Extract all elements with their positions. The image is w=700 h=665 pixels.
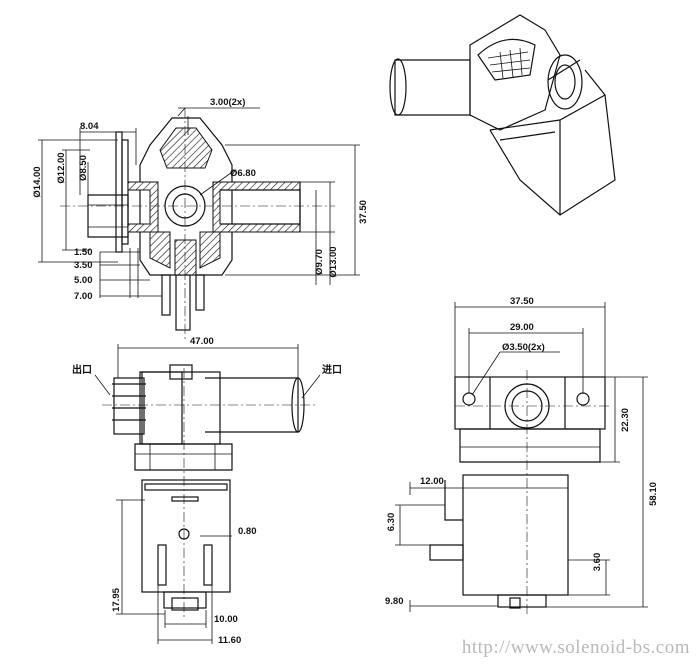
dim-w300: 3.00(2x) — [210, 97, 245, 108]
section-hatch-top — [159, 127, 213, 169]
dim-t2900: 29.00 — [510, 322, 534, 333]
inlet-label: 进口 — [322, 363, 342, 376]
port-labels: 出口 进口 — [72, 363, 342, 376]
dimension-labels: Ø14.00 Ø12.00 Ø8.50 8.04 3.00(2x) Ø6.80 … — [32, 97, 659, 646]
watermark: http://www.solenoid-bs.com — [462, 637, 690, 658]
dim-w4700: 47.00 — [190, 336, 214, 347]
dim-d350: Ø3.50(2x) — [502, 342, 545, 353]
dim-d680: Ø6.80 — [230, 168, 256, 179]
section-hatch-br — [199, 231, 221, 269]
section-hatch-left — [127, 181, 159, 233]
dim-t3750: 37.50 — [510, 296, 534, 307]
dim-d850: Ø8.50 — [78, 155, 89, 181]
dim-d970: Ø9.70 — [314, 249, 325, 275]
dim-h3750: 37.50 — [358, 200, 369, 224]
front-view — [94, 344, 321, 644]
isometric-view — [389, 14, 616, 216]
dim-w804: 8.04 — [80, 121, 99, 132]
dim-h5810: 58.10 — [648, 482, 659, 506]
section-hatch-bl — [149, 231, 171, 269]
dim-h630: 6.30 — [386, 513, 397, 532]
dim-h360: 3.60 — [592, 553, 603, 572]
dim-h1795: 17.95 — [111, 587, 122, 611]
dim-h2230: 22.30 — [620, 408, 631, 432]
dim-d1300: Ø13.00 — [328, 246, 339, 277]
section-hatch-bottom — [174, 239, 197, 276]
dim-w080: 0.80 — [238, 526, 257, 537]
dim-w980: 9.80 — [385, 596, 404, 607]
dim-w1160: 11.60 — [218, 635, 241, 646]
dim-w150: 1.50 — [74, 247, 93, 258]
dim-w1200: 12.00 — [420, 476, 444, 487]
dim-w500: 5.00 — [74, 275, 93, 286]
side-view — [395, 302, 648, 615]
outlet-label: 出口 — [72, 363, 92, 376]
dim-w1000: 10.00 — [214, 614, 238, 625]
dim-w700: 7.00 — [74, 291, 93, 302]
dim-d14: Ø14.00 — [32, 166, 43, 197]
dim-d12: Ø12.00 — [56, 152, 67, 183]
section-view — [38, 107, 360, 340]
dim-w350: 3.50 — [74, 260, 93, 271]
